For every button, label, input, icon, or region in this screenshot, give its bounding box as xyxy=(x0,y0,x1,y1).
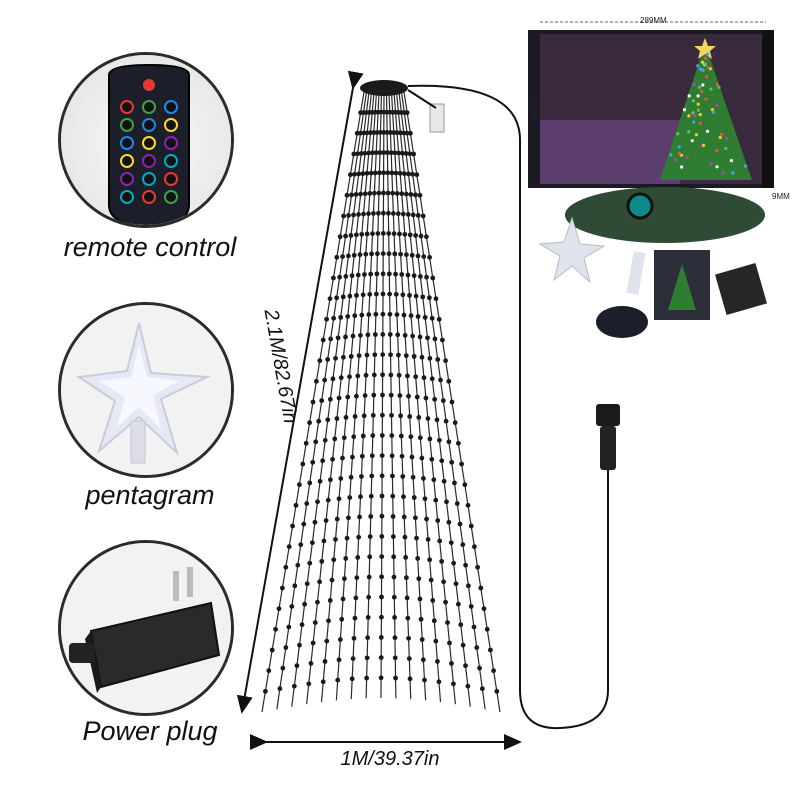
box-tree-light xyxy=(700,90,703,93)
box-tree-light xyxy=(692,120,695,123)
box-tree-light xyxy=(691,139,694,142)
box-tree-light xyxy=(693,114,696,117)
box-tree-light xyxy=(709,87,712,90)
box-tree-light xyxy=(701,69,704,72)
box-tree-light xyxy=(697,103,700,106)
box-tree-light xyxy=(704,63,707,66)
box-tree-light xyxy=(678,152,681,155)
box-tree-light xyxy=(715,149,718,152)
box-tree-light xyxy=(693,83,696,86)
box-tree-light xyxy=(701,61,704,64)
box-tree-light xyxy=(680,165,683,168)
box-tree-light xyxy=(719,136,722,139)
box-tree-light xyxy=(704,97,707,100)
package-depth-label: 9MM xyxy=(772,192,790,201)
box-tree-light xyxy=(715,83,718,86)
box-tree-light xyxy=(692,99,695,102)
remote-in-package xyxy=(596,306,648,338)
box-tree-light xyxy=(697,94,700,97)
box-tree-light xyxy=(699,113,702,116)
adapter-in-package xyxy=(715,263,767,315)
box-tree-light xyxy=(702,144,705,147)
box-tree-light xyxy=(725,137,728,140)
box-tree-light xyxy=(687,130,690,133)
package-height-label: 207MM xyxy=(529,93,538,120)
box-tree-light xyxy=(676,132,679,135)
box-tree-light xyxy=(698,86,701,89)
box-tree-light xyxy=(707,66,710,69)
box-tree-light xyxy=(674,158,677,161)
box-tree-light xyxy=(696,64,699,67)
box-tree-light xyxy=(701,83,704,86)
wire-bundle xyxy=(565,187,765,243)
box-tree-light xyxy=(722,171,725,174)
package-width-label: 289MM xyxy=(640,16,667,25)
box-tree-light xyxy=(720,133,723,136)
box-tree-light xyxy=(687,114,690,117)
box-tree-light xyxy=(715,104,718,107)
box-tree-light xyxy=(704,57,707,60)
box-tree-light xyxy=(683,108,686,111)
box-tree-light xyxy=(699,122,702,125)
box-tree-light xyxy=(730,159,733,162)
box-tree-light xyxy=(724,147,727,150)
box-tree-light xyxy=(695,133,698,136)
box-tree-light xyxy=(678,145,681,148)
box-tree-light xyxy=(706,130,709,133)
box-tree-light xyxy=(706,53,709,56)
box-tree-light xyxy=(715,165,718,168)
box-tree-light xyxy=(731,171,734,174)
box-tree-light xyxy=(688,94,691,97)
box-tree-light xyxy=(686,156,689,159)
box-tree-light xyxy=(705,75,708,78)
box-tree-light xyxy=(712,110,715,113)
box-tree-light xyxy=(710,162,713,165)
box-tree-light xyxy=(691,111,694,114)
box-tree-light xyxy=(697,109,700,112)
box-tree-light xyxy=(744,164,747,167)
box-tree-light xyxy=(669,153,672,156)
box-tree-light xyxy=(717,86,720,89)
